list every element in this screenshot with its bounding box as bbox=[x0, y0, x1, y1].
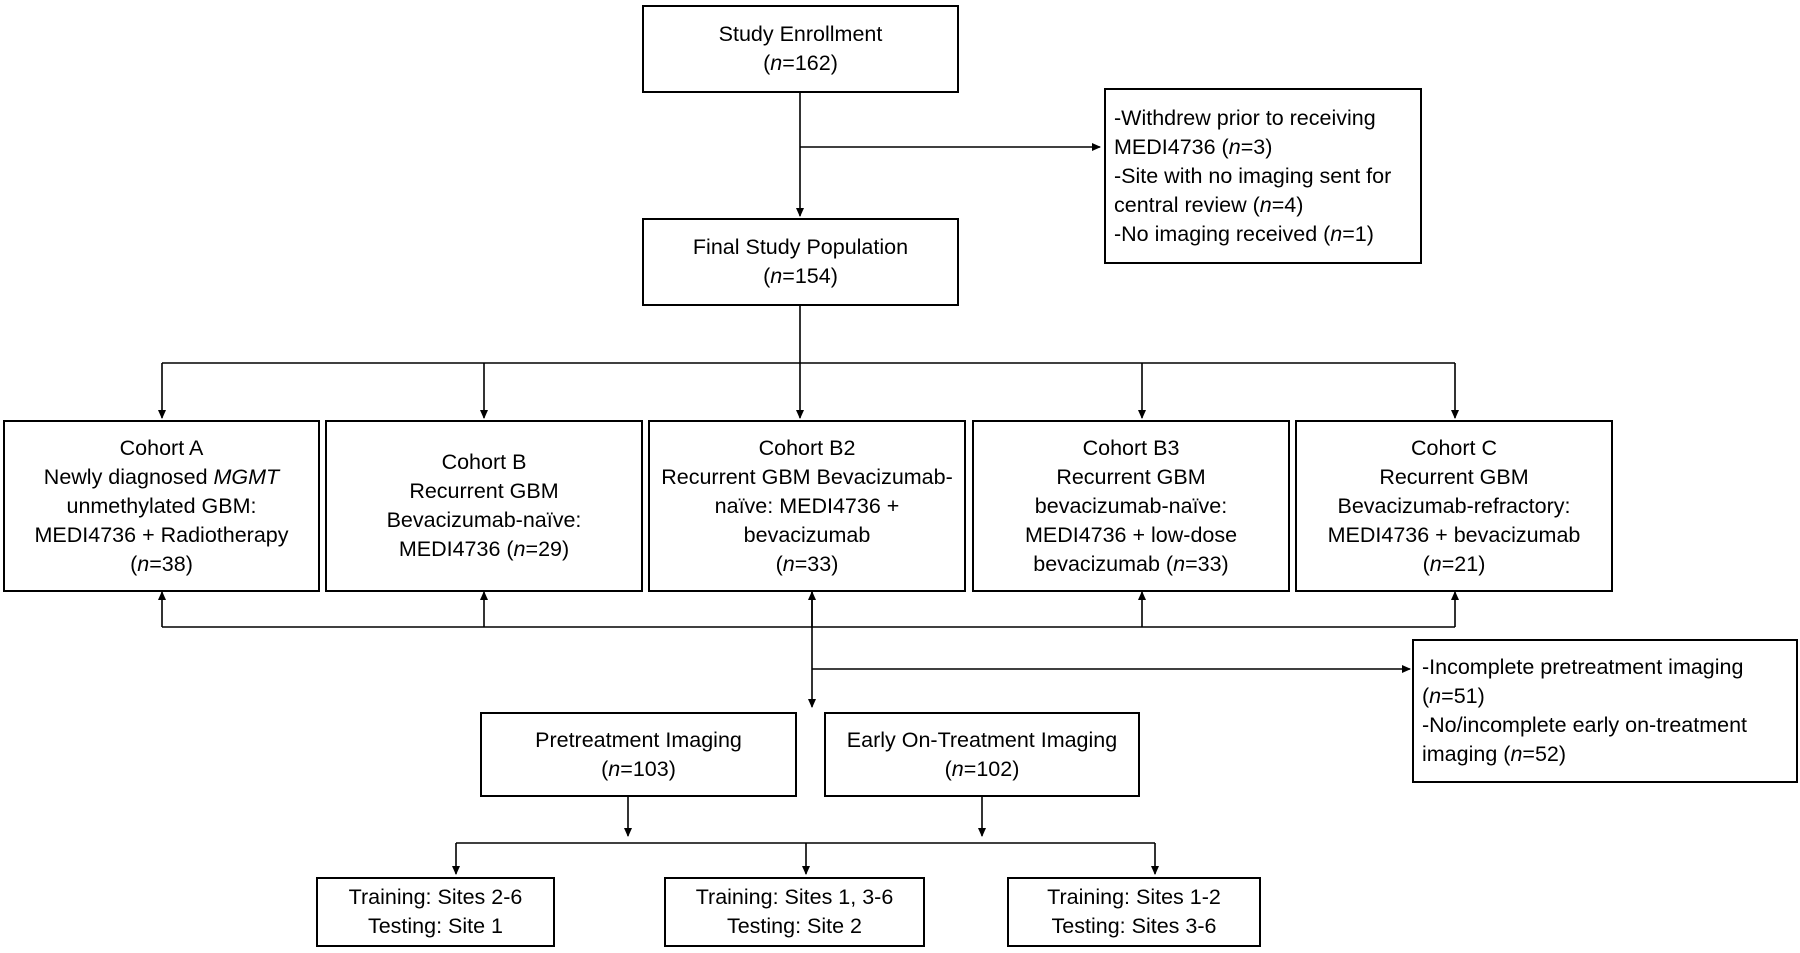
on-treatment-box: Early On-Treatment Imaging (n=102) bbox=[824, 712, 1140, 797]
exclusion-incomplete-on-treatment-count: imaging (n=52) bbox=[1422, 742, 1567, 766]
cohort-b3-diagnosis: Recurrent GBM bbox=[1056, 464, 1206, 489]
pretreatment-box: Pretreatment Imaging (n=103) bbox=[480, 712, 797, 797]
split-2-testing: Testing: Site 2 bbox=[726, 914, 863, 938]
cohort-b-treatment-count: MEDI4736 (n=29) bbox=[398, 537, 570, 561]
cohort-b2-box: Cohort B2 Recurrent GBM Bevacizumab- naï… bbox=[648, 420, 966, 592]
exclusion-no-imaging-received: -No imaging received (n=1) bbox=[1114, 221, 1374, 246]
exclusion-incomplete-pretreatment: -Incomplete pretreatment imaging bbox=[1422, 655, 1744, 679]
exclusion-withdrew: -Withdrew prior to receiving bbox=[1114, 105, 1376, 130]
cohort-b-box: Cohort B Recurrent GBM Bevacizumab-naïve… bbox=[325, 420, 643, 592]
on-treatment-count: (n=102) bbox=[944, 756, 1020, 781]
exclusion-no-imaging-site: -Site with no imaging sent for bbox=[1114, 163, 1392, 188]
split-box-2: Training: Sites 1, 3-6 Testing: Site 2 bbox=[664, 877, 925, 947]
cohort-b2-count: (n=33) bbox=[775, 551, 839, 576]
cohort-b-status: Bevacizumab-naïve: bbox=[386, 508, 582, 532]
split-2-training: Training: Sites 1, 3-6 bbox=[695, 885, 894, 909]
cohort-b3-status: bevacizumab-naïve: bbox=[1034, 493, 1228, 518]
cohort-b2-name: Cohort B2 bbox=[758, 435, 856, 460]
cohort-c-status: Bevacizumab-refractory: bbox=[1337, 493, 1571, 518]
exclusions-box-1: -Withdrew prior to receiving MEDI4736 (n… bbox=[1104, 88, 1422, 264]
split-3-testing: Testing: Sites 3-6 bbox=[1051, 914, 1217, 938]
cohort-c-count: (n=21) bbox=[1422, 551, 1486, 576]
pretreatment-title: Pretreatment Imaging bbox=[535, 727, 742, 752]
enrollment-box: Study Enrollment (n=162) bbox=[642, 5, 959, 93]
split-3-training: Training: Sites 1-2 bbox=[1047, 885, 1221, 909]
cohort-b3-treatment: MEDI4736 + low-dose bbox=[1024, 522, 1238, 547]
on-treatment-title: Early On-Treatment Imaging bbox=[846, 727, 1118, 752]
cohort-a-name: Cohort A bbox=[119, 435, 204, 460]
cohort-b2-status: naïve: MEDI4736 + bbox=[714, 493, 900, 518]
final-population-count: (n=154) bbox=[763, 264, 838, 288]
exclusion-incomplete-on-treatment: -No/incomplete early on-treatment bbox=[1422, 713, 1748, 737]
split-1-testing: Testing: Site 1 bbox=[367, 914, 504, 938]
enrollment-count: (n=162) bbox=[763, 51, 838, 75]
cohort-a-diagnosis: Newly diagnosed MGMT bbox=[43, 464, 280, 489]
exclusions-box-2: -Incomplete pretreatment imaging (n=51) … bbox=[1412, 639, 1798, 783]
cohort-b-name: Cohort B bbox=[441, 450, 527, 474]
final-population-title: Final Study Population bbox=[692, 235, 909, 259]
exclusion-incomplete-pretreatment-count: (n=51) bbox=[1422, 684, 1485, 708]
pretreatment-count: (n=103) bbox=[601, 756, 676, 781]
cohort-b2-diagnosis: Recurrent GBM Bevacizumab- bbox=[661, 464, 953, 489]
split-box-1: Training: Sites 2-6 Testing: Site 1 bbox=[316, 877, 555, 947]
exclusion-no-imaging-site-count: central review (n=4) bbox=[1114, 192, 1304, 217]
cohort-b3-name: Cohort B3 bbox=[1082, 435, 1180, 460]
split-box-3: Training: Sites 1-2 Testing: Sites 3-6 bbox=[1007, 877, 1261, 947]
cohort-a-status: unmethylated GBM: bbox=[66, 493, 257, 518]
enrollment-title: Study Enrollment bbox=[718, 22, 883, 46]
cohort-b-diagnosis: Recurrent GBM bbox=[409, 479, 559, 503]
cohort-b2-treatment: bevacizumab bbox=[743, 522, 871, 547]
final-population-box: Final Study Population (n=154) bbox=[642, 218, 959, 306]
exclusion-withdrew-count: MEDI4736 (n=3) bbox=[1114, 134, 1273, 159]
cohort-b3-box: Cohort B3 Recurrent GBM bevacizumab-naïv… bbox=[972, 420, 1290, 592]
split-1-training: Training: Sites 2-6 bbox=[348, 885, 523, 909]
cohort-a-box: Cohort A Newly diagnosed MGMT unmethylat… bbox=[3, 420, 320, 592]
cohort-c-treatment: MEDI4736 + bevacizumab bbox=[1327, 522, 1581, 547]
cohort-c-diagnosis: Recurrent GBM bbox=[1379, 464, 1529, 489]
cohort-c-box: Cohort C Recurrent GBM Bevacizumab-refra… bbox=[1295, 420, 1613, 592]
cohort-b3-treatment-count: bevacizumab (n=33) bbox=[1033, 551, 1229, 576]
cohort-a-treatment: MEDI4736 + Radiotherapy bbox=[34, 522, 289, 547]
cohort-c-name: Cohort C bbox=[1410, 435, 1498, 460]
cohort-a-count: (n=38) bbox=[130, 551, 193, 576]
